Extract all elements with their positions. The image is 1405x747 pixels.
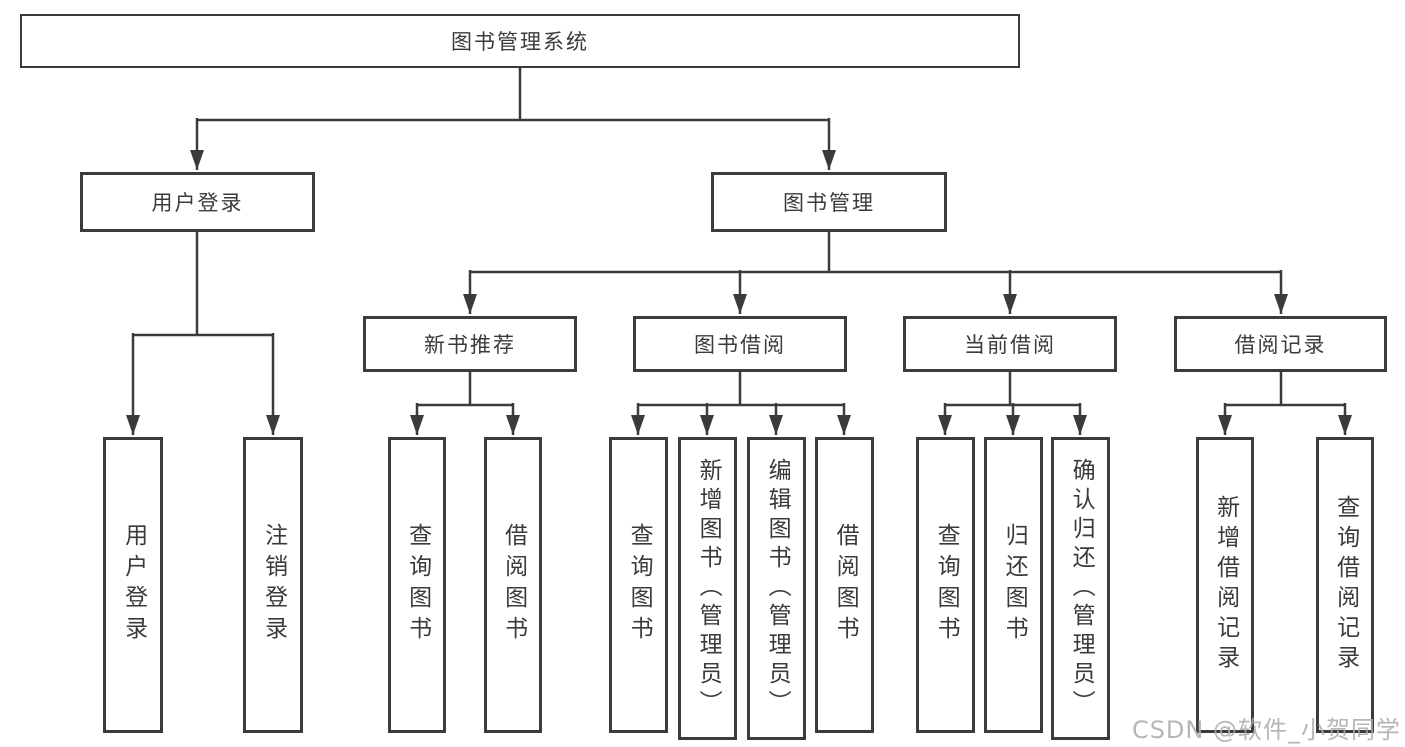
connector-trunks [133, 68, 1345, 407]
node-new-book-recommend: 新书推荐 [363, 316, 577, 372]
leaf-borrow-books-borrow: 借阅图书 [815, 437, 874, 733]
leaf-logout-login: 注销登录 [243, 437, 303, 733]
node-root: 图书管理系统 [20, 14, 1020, 68]
leaf-user-login: 用户登录 [103, 437, 163, 733]
leaf-return-books: 归还图书 [984, 437, 1043, 733]
node-user-login: 用户登录 [80, 172, 315, 232]
leaf-query-books-current: 查询图书 [916, 437, 975, 733]
leaf-borrow-books-recommend: 借阅图书 [484, 437, 542, 733]
leaf-confirm-return-admin: 确认归还（管理员） [1051, 437, 1110, 740]
csdn-watermark: CSDN @软件_小贺同学 [1131, 716, 1401, 744]
node-borrow-record: 借阅记录 [1174, 316, 1387, 372]
leaf-query-borrow-record: 查询借阅记录 [1316, 437, 1374, 733]
leaf-add-borrow-record: 新增借阅记录 [1196, 437, 1254, 733]
node-book-management: 图书管理 [711, 172, 947, 232]
leaf-edit-book-admin: 编辑图书（管理员） [747, 437, 806, 740]
leaf-query-books-recommend: 查询图书 [388, 437, 446, 733]
node-book-borrow: 图书借阅 [633, 316, 847, 372]
leaf-add-book-admin: 新增图书（管理员） [678, 437, 737, 740]
node-current-borrow: 当前借阅 [903, 316, 1117, 372]
leaf-query-books-borrow: 查询图书 [609, 437, 668, 733]
